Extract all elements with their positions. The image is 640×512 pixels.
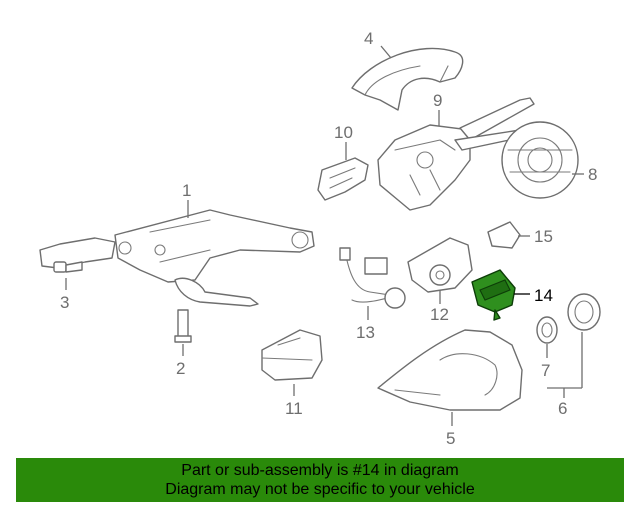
banner-line-2: Diagram may not be specific to your vehi… <box>165 481 475 498</box>
part-9-combination-switch[interactable] <box>377 97 535 211</box>
callout-15[interactable]: 15 <box>534 227 553 246</box>
part-6-trim-ring[interactable] <box>567 293 601 331</box>
part-12-lock-cylinder[interactable] <box>407 237 473 293</box>
callout-2[interactable]: 2 <box>176 359 185 378</box>
part-8-clock-spring[interactable] <box>501 121 579 199</box>
parts-diagram: 4 9 10 8 1 3 <box>39 29 601 448</box>
callout-11[interactable]: 11 <box>285 399 303 418</box>
part-3-bolt[interactable] <box>53 261 83 273</box>
callout-13[interactable]: 13 <box>356 323 375 342</box>
part-2-bolt[interactable] <box>174 309 192 343</box>
callout-10[interactable]: 10 <box>334 123 353 142</box>
part-14-highlighted-switch[interactable] <box>471 269 516 321</box>
callout-8[interactable]: 8 <box>588 165 597 184</box>
part-15-bracket[interactable] <box>487 221 521 249</box>
callout-7[interactable]: 7 <box>541 361 550 380</box>
part-7-ring[interactable] <box>536 316 558 344</box>
part-5-lower-cover[interactable] <box>377 329 523 411</box>
part-10-bracket[interactable] <box>317 157 369 201</box>
callout-4[interactable]: 4 <box>364 29 373 48</box>
callout-9[interactable]: 9 <box>433 91 442 110</box>
callout-12[interactable]: 12 <box>430 305 449 324</box>
callout-1[interactable]: 1 <box>182 181 191 200</box>
part-11-module[interactable] <box>261 329 323 381</box>
info-banner: Part or sub-assembly is #14 in diagram D… <box>16 458 624 502</box>
banner-line-1: Part or sub-assembly is #14 in diagram <box>181 462 459 479</box>
part-1-steering-column[interactable] <box>39 209 315 307</box>
leader-4 <box>380 45 392 59</box>
callout-3[interactable]: 3 <box>60 293 69 312</box>
part-13-wiring-harness[interactable] <box>339 247 406 309</box>
callout-14[interactable]: 14 <box>534 286 553 305</box>
callout-6[interactable]: 6 <box>558 399 567 418</box>
callout-5[interactable]: 5 <box>446 429 455 448</box>
part-4-upper-cover[interactable] <box>351 47 464 111</box>
leader-6 <box>547 332 583 398</box>
